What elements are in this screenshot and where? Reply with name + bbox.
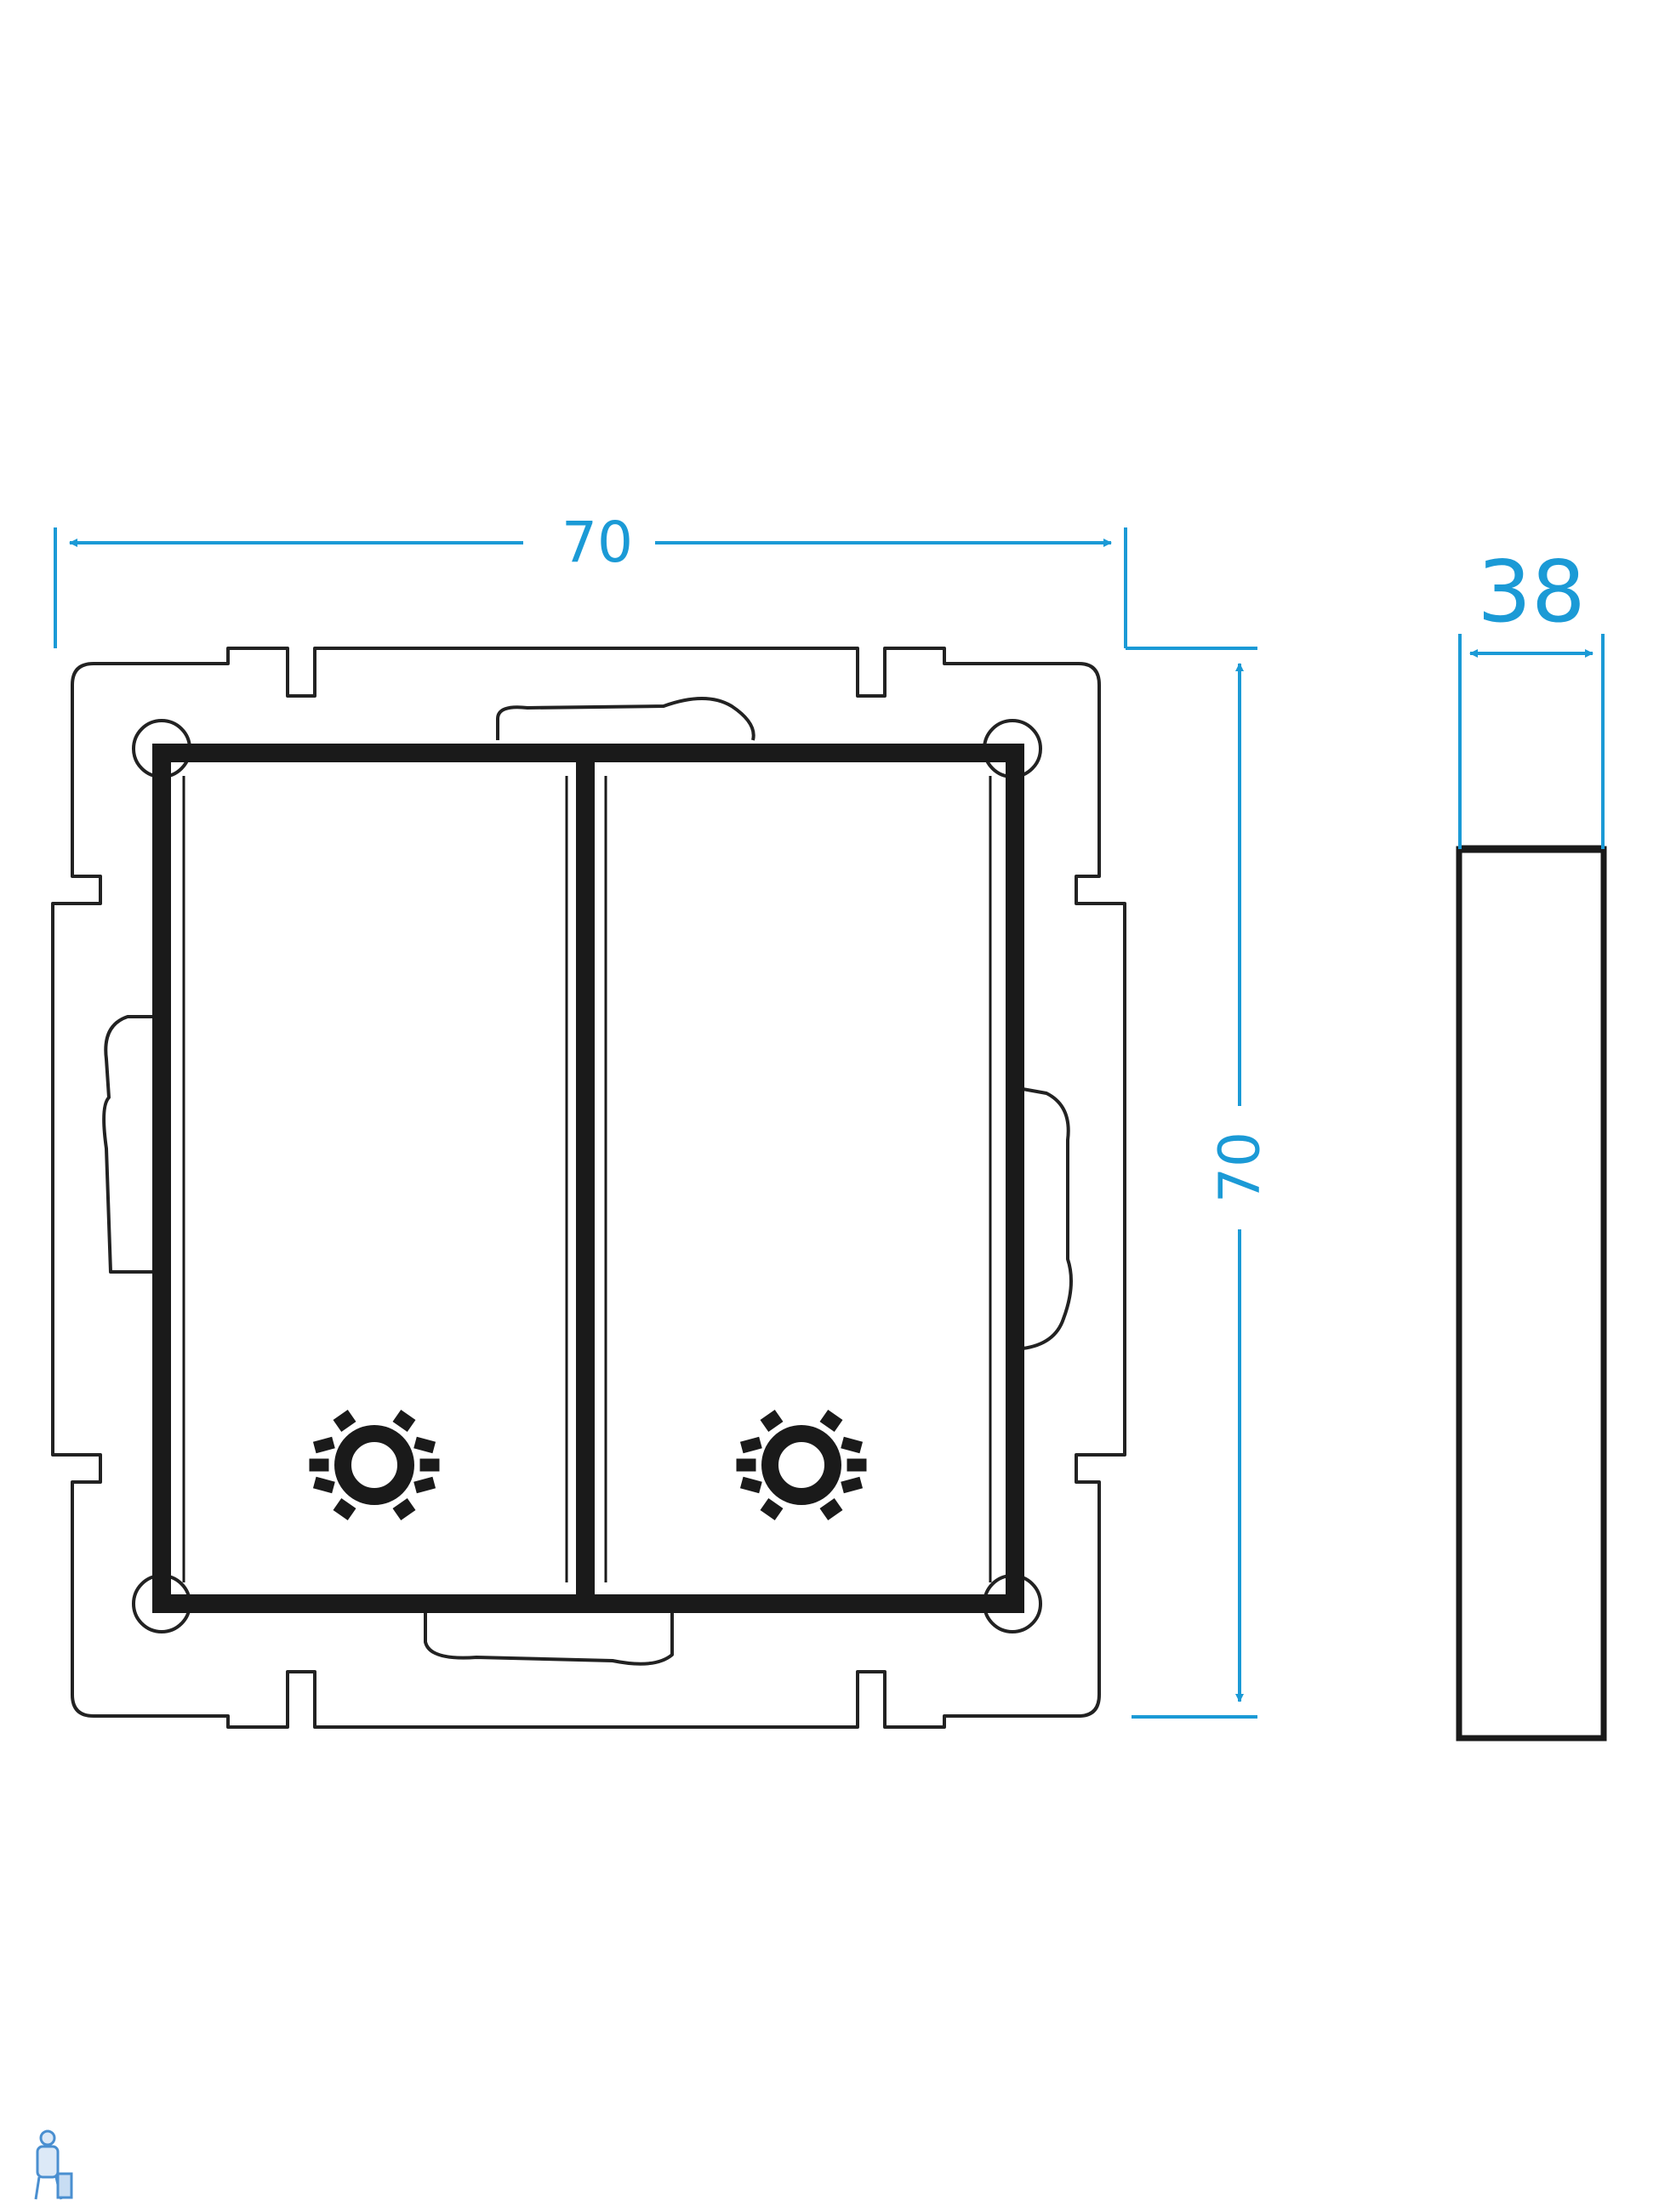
worker-logo-icon (34, 2129, 73, 2200)
depth-dimension-label: 38 (1477, 542, 1585, 641)
light-bulb-icon (736, 1410, 867, 1520)
top-clip (496, 697, 755, 741)
height-dimension-label: 70 (1207, 1132, 1273, 1203)
side-view (1456, 845, 1607, 1742)
side-view-body (1456, 846, 1607, 1742)
right-clip (1022, 1087, 1073, 1350)
dimension-lines (54, 527, 1605, 1719)
light-bulb-icon (309, 1410, 440, 1520)
mounting-frame-outline (51, 647, 1126, 1729)
key-bevel-lines (182, 776, 992, 1582)
switch-faceplate (152, 744, 1024, 1613)
key-left (152, 744, 595, 1613)
key-right (576, 744, 1024, 1613)
width-dimension-label: 70 (562, 510, 633, 575)
left-clip (102, 1015, 155, 1274)
bottom-clip (424, 1612, 674, 1666)
